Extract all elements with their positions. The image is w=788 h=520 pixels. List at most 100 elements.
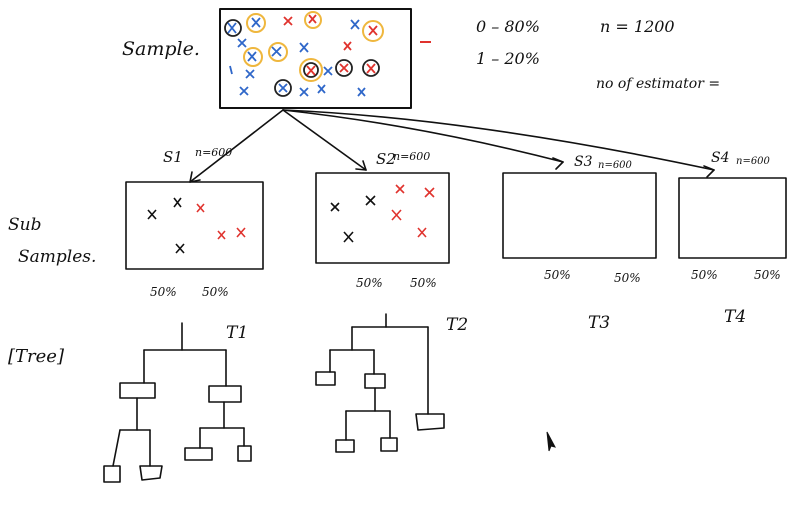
class-zero-ratio: 0 – 80%: [476, 17, 540, 36]
blue-cross: [317, 84, 326, 94]
red-cross: [306, 65, 316, 76]
s1-left-pct: 50%: [150, 285, 177, 299]
s2-points: [330, 184, 435, 243]
blue-cross: [278, 83, 288, 93]
tree-leaf: [237, 445, 252, 462]
subsample-box-s4: [678, 177, 787, 259]
tree-t2: [315, 313, 445, 453]
sub-samples-label-line2: Samples.: [18, 247, 96, 267]
sample-points: [227, 14, 378, 97]
dark-circle: [224, 19, 242, 37]
s3-name: S3: [574, 154, 593, 170]
black-cross: [175, 243, 185, 254]
red-cross: [283, 16, 293, 26]
yellow-circle: [362, 20, 384, 42]
blue-cross: [271, 46, 282, 57]
tree-label: [Tree]: [8, 346, 65, 367]
sampling-arrows: [189, 109, 715, 183]
blue-cross: [237, 38, 247, 48]
red-cross: [395, 184, 405, 194]
s1-name: S1: [163, 148, 183, 166]
total-n: n = 1200: [600, 17, 675, 36]
tree-leaf: [139, 465, 163, 481]
s2-right-pct: 50%: [410, 276, 437, 290]
blue-cross: [299, 42, 309, 53]
black-cross: [365, 195, 376, 206]
red-cross: [196, 203, 205, 213]
mouse-cursor-icon: [546, 431, 556, 452]
red-cross: [308, 14, 317, 24]
blue-cross: [247, 51, 257, 62]
sample-box: [219, 8, 412, 109]
s2-left-pct: 50%: [356, 276, 383, 290]
blue-mark: [229, 65, 233, 75]
arrow-to-s2: [282, 109, 367, 171]
red-cross: [366, 63, 376, 74]
subsample-box-s2: [315, 172, 450, 264]
blue-cross: [227, 22, 237, 34]
s1-n: n=600: [195, 146, 232, 159]
black-cross: [147, 209, 157, 220]
tree-t1: [103, 322, 252, 483]
tree-t3-label: T3: [588, 313, 610, 333]
red-cross: [368, 25, 378, 36]
sample-label: Sample.: [122, 38, 200, 60]
yellow-circle: [243, 47, 263, 67]
tree-t1-label: T1: [226, 323, 248, 343]
subsample-box-s3: [502, 172, 657, 259]
red-cross: [339, 63, 349, 73]
s1-right-pct: 50%: [202, 285, 229, 299]
sample-circles: [224, 11, 384, 97]
s1-points: [147, 197, 246, 254]
blue-cross: [245, 69, 255, 79]
tree-leaf: [103, 465, 121, 483]
tree-leaf: [380, 437, 398, 452]
s2-n: n=600: [393, 150, 430, 163]
s4-name: S4: [711, 150, 730, 166]
s3-right-pct: 50%: [614, 271, 641, 285]
red-cross: [417, 227, 427, 238]
blue-cross: [251, 17, 261, 28]
blue-cross: [239, 86, 249, 96]
blue-cross: [323, 66, 333, 76]
s4-left-pct: 50%: [691, 268, 718, 282]
blue-cross: [350, 19, 360, 30]
tree-node: [364, 373, 386, 389]
black-cross: [343, 231, 354, 243]
arrow-to-s4: [282, 109, 715, 171]
black-cross: [330, 202, 340, 212]
red-cross: [424, 187, 435, 198]
s3-left-pct: 50%: [544, 268, 571, 282]
yellow-circle: [299, 58, 323, 82]
estimator-count: no of estimator =: [596, 76, 720, 92]
blue-cross: [357, 87, 366, 97]
blue-cross: [299, 87, 309, 97]
red-cross: [236, 227, 246, 238]
black-cross: [173, 197, 182, 208]
arrow-to-s1: [189, 109, 284, 183]
dark-circle: [362, 59, 380, 77]
red-cross: [343, 41, 352, 51]
s2-name: S2: [376, 150, 396, 168]
tree-t4-label: T4: [724, 307, 746, 327]
subsample-box-s1: [125, 181, 264, 270]
dark-circle: [303, 62, 319, 78]
tree-leaf: [415, 413, 445, 431]
dark-circle: [274, 79, 292, 97]
tree-node: [315, 371, 336, 386]
class-one-ratio: 1 – 20%: [476, 49, 540, 68]
yellow-circle: [246, 13, 266, 33]
arrow-to-s3: [282, 109, 564, 163]
sub-samples-label-line1: Sub: [8, 215, 41, 235]
s3-n: n=600: [598, 160, 633, 171]
tree-node: [208, 385, 242, 403]
s4-right-pct: 50%: [754, 268, 781, 282]
dark-circle: [335, 59, 353, 77]
tree-leaf: [184, 447, 213, 461]
red-cross: [391, 209, 402, 221]
yellow-circle: [304, 11, 322, 29]
tree-leaf: [335, 439, 355, 453]
s4-n: n=600: [736, 156, 771, 167]
